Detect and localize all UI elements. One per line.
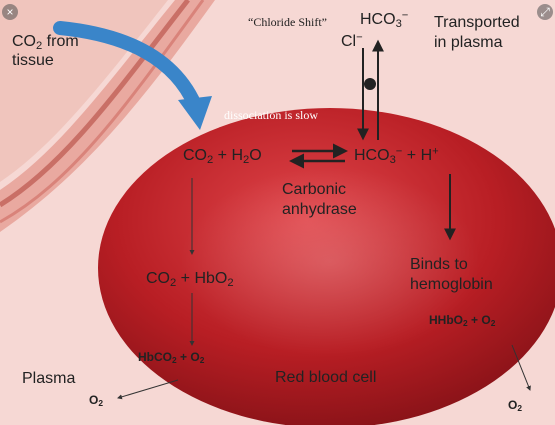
co2-from-tissue-label: CO2 from tissue (12, 33, 79, 69)
hco3-top-label: HCO3− (360, 9, 409, 30)
hhbo2-o2-label: HHbO2 + O2 (429, 313, 496, 329)
reaction-equation-left: CO2 + H2O (183, 147, 262, 166)
close-icon[interactable]: × (2, 4, 18, 20)
o2-left-label: O2 (89, 393, 104, 409)
co2-hbo2-label: CO2 + HbO2 (146, 270, 234, 289)
reaction-equation-right: HCO3− + H+ (354, 145, 439, 166)
o2-left-arrow (117, 379, 179, 400)
cl-minus-label: Cl− (341, 31, 363, 50)
plasma-label: Plasma (22, 370, 76, 387)
red-blood-cell-label: Red blood cell (275, 369, 377, 386)
carbonic-anhydrase-label: Carbonic anhydrase (282, 181, 357, 218)
dissociation-label: dissociation is slow (224, 108, 319, 122)
chloride-shift-label: “Chloride Shift” (248, 15, 327, 29)
vessel-wall-stripe-2 (0, 0, 205, 224)
blue-arrow-head (178, 96, 212, 130)
expand-icon[interactable]: ⤢ (537, 4, 553, 20)
o2-right-label: O2 (508, 398, 523, 414)
hbco2-o2-label: HbCO2 + O2 (138, 350, 205, 366)
transported-in-plasma-label: Transported in plasma (434, 14, 520, 51)
blue-arrow-co2-entry (53, 21, 202, 112)
binds-to-hemoglobin-label: Binds to hemoglobin (410, 256, 493, 293)
o2-right-arrow (511, 344, 531, 391)
red-blood-cell-dimple (180, 167, 480, 357)
exchanger-dot (364, 78, 376, 90)
vessel-wall-stripe (0, 0, 190, 208)
